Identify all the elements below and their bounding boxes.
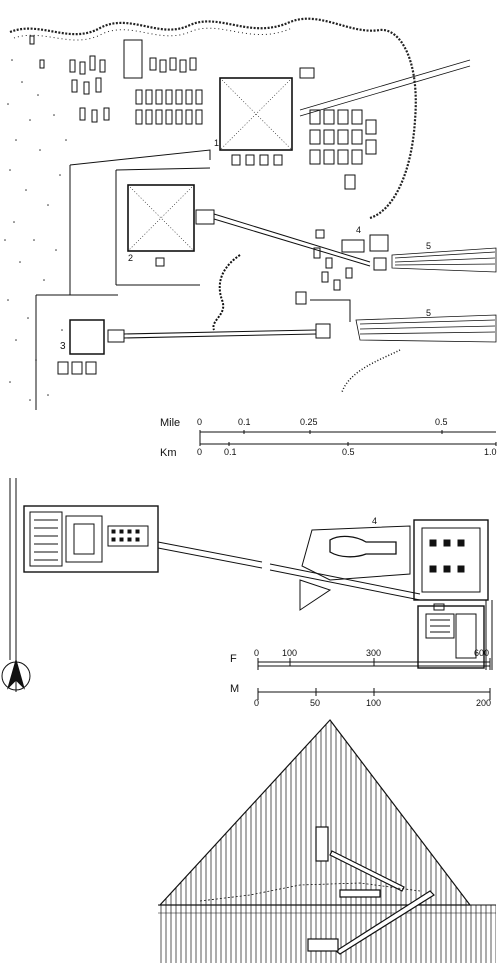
- mile-tick-2: 0.25: [300, 417, 318, 427]
- pyramid-2-enclosure: [69, 149, 211, 295]
- internal-passages: [307, 826, 435, 955]
- sphinx-enclosure: [299, 525, 411, 611]
- km-tick-3: 1.0: [484, 447, 497, 457]
- pyramid-profile: [158, 719, 472, 906]
- metres-tick-2: 100: [366, 698, 382, 708]
- site-label-3: 3: [60, 341, 66, 352]
- metres-tick-3: 200: [476, 698, 492, 708]
- north-arrow-icon: [1, 658, 31, 692]
- km-tick-2: 0.5: [342, 447, 355, 457]
- site-label-1: 1: [214, 138, 220, 148]
- temple-label-4: 4: [372, 516, 378, 526]
- mile-tick-3: 0.5: [435, 417, 448, 427]
- mile-label: Mile: [160, 417, 181, 429]
- sphinx-complex: [315, 229, 389, 271]
- temple-plan-drawing: [1, 478, 493, 700]
- km-label: Km: [160, 447, 177, 459]
- valley-temple: [417, 600, 493, 670]
- escarpment-hatching: [9, 17, 417, 220]
- mortuary-temple: [23, 505, 159, 573]
- site-plan-drawing: [4, 17, 497, 446]
- feet-tick-1: 100: [282, 648, 298, 658]
- temple-plan: 4 F 0 100 300 600 M 0 50 100 200: [0, 470, 500, 710]
- pyramid-3: [57, 319, 125, 375]
- pyramid-1: [219, 77, 293, 151]
- internal-ledges: [199, 882, 421, 902]
- mile-tick-1: 0.1: [238, 417, 251, 427]
- causeway-3: [123, 323, 331, 339]
- valley-causeway-lower: [341, 314, 497, 393]
- pyramid-section: [0, 715, 500, 965]
- feet-tick-0: 0: [254, 648, 260, 658]
- western-cemetery: [29, 35, 203, 125]
- bedrock: [158, 904, 496, 963]
- mile-tick-0: 0: [197, 417, 203, 427]
- temple-causeway: [157, 541, 421, 601]
- site-scale-bar: [199, 430, 497, 446]
- feet-tick-2: 300: [366, 648, 382, 658]
- sphinx-temple: [413, 519, 489, 601]
- site-plan: 1 2 3 4 5 5 Mile 0 0.1 0.25 0.5 Km 0 0.1…: [0, 0, 500, 465]
- pyramid-2: [127, 184, 215, 267]
- site-label-5-lower: 5: [426, 308, 432, 318]
- causeway-2: [213, 213, 371, 267]
- km-tick-1: 0.1: [224, 447, 237, 457]
- km-tick-0: 0: [197, 447, 203, 457]
- pyramid-3-enclosure: [35, 294, 118, 410]
- feet-tick-3: 600: [474, 648, 490, 658]
- temple-scale-bars: [257, 658, 491, 700]
- pyramid-section-drawing: [158, 719, 496, 963]
- valley-causeway-upper: [391, 247, 497, 273]
- sand-stipple: [4, 59, 67, 401]
- site-label-4: 4: [356, 225, 362, 235]
- feet-label: F: [230, 653, 237, 665]
- eastern-cemetery: [231, 59, 471, 190]
- site-label-2: 2: [128, 253, 134, 263]
- metres-label: M: [230, 683, 240, 695]
- middle-cemetery: [212, 247, 353, 331]
- metres-tick-0: 0: [254, 698, 260, 708]
- metres-tick-1: 50: [310, 698, 321, 708]
- site-label-5-upper: 5: [426, 241, 432, 251]
